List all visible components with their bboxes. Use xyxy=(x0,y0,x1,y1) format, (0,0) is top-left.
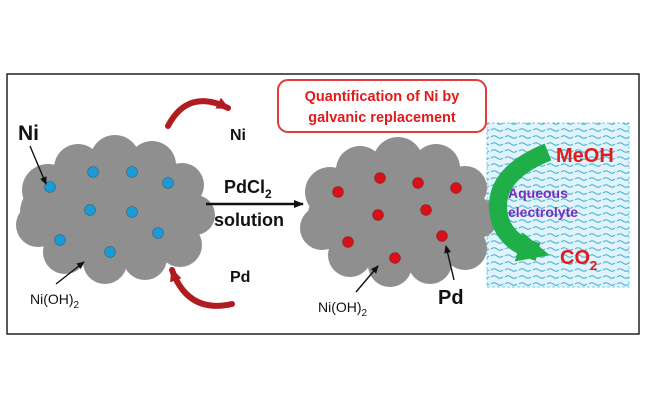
pd-uptake-label: Pd xyxy=(230,269,250,286)
pd-particle-3 xyxy=(412,177,424,189)
reagent-solution-label: solution xyxy=(214,210,284,230)
reagent-label: PdCl2 xyxy=(224,177,272,201)
ni-particle-2 xyxy=(87,166,99,178)
pd-particle-5 xyxy=(372,209,384,221)
ni-pointer-arrow xyxy=(29,145,47,185)
co2-label: CO2 xyxy=(560,247,597,273)
pd-uptake-arrow xyxy=(169,267,235,309)
ni-particle-8 xyxy=(104,246,116,258)
meoh-label: MeOH xyxy=(556,145,614,167)
pd-pointer-arrow xyxy=(444,245,455,281)
pd-particle-7 xyxy=(342,236,354,248)
title-line-1: Quantification of Ni by xyxy=(305,89,460,105)
electrolyte-label-line-2: electrolyte xyxy=(508,204,578,220)
nioh-left-pointer-arrow xyxy=(55,261,85,285)
ni-particle-7 xyxy=(54,234,66,246)
ni-particle-4 xyxy=(162,177,174,189)
pd-particle-6 xyxy=(420,204,432,216)
pd-particle-2 xyxy=(374,172,386,184)
ni-particle-9 xyxy=(152,227,164,239)
title-line-2: galvanic replacement xyxy=(308,110,456,126)
nioh-left-label: Ni(OH)2 xyxy=(30,291,80,311)
title-box xyxy=(277,79,487,133)
pd-particle-1 xyxy=(332,186,344,198)
ni-particle-6 xyxy=(126,206,138,218)
pd-particle-4 xyxy=(450,182,462,194)
ni-release-arrow xyxy=(165,97,231,129)
nioh-right-pointer-arrow xyxy=(355,265,379,293)
ni-particle-3 xyxy=(126,166,138,178)
ni-particle-1 xyxy=(44,181,56,193)
pd-particle-label: Pd xyxy=(438,287,464,309)
electrolyte-label-line-1: Aqueous xyxy=(508,185,568,201)
pd-particle-8 xyxy=(389,252,401,264)
pd-particle-9 xyxy=(436,230,448,242)
pd-particle-group xyxy=(332,172,462,264)
ni-particle-5 xyxy=(84,204,96,216)
ni-release-label: Ni xyxy=(230,127,246,144)
nioh-right-label: Ni(OH)2 xyxy=(318,299,368,319)
oxidation-arrow xyxy=(489,143,552,262)
ni-particle-label: Ni xyxy=(18,122,39,145)
ni-particle-group xyxy=(44,166,174,258)
electrolyte-panel xyxy=(486,122,630,288)
